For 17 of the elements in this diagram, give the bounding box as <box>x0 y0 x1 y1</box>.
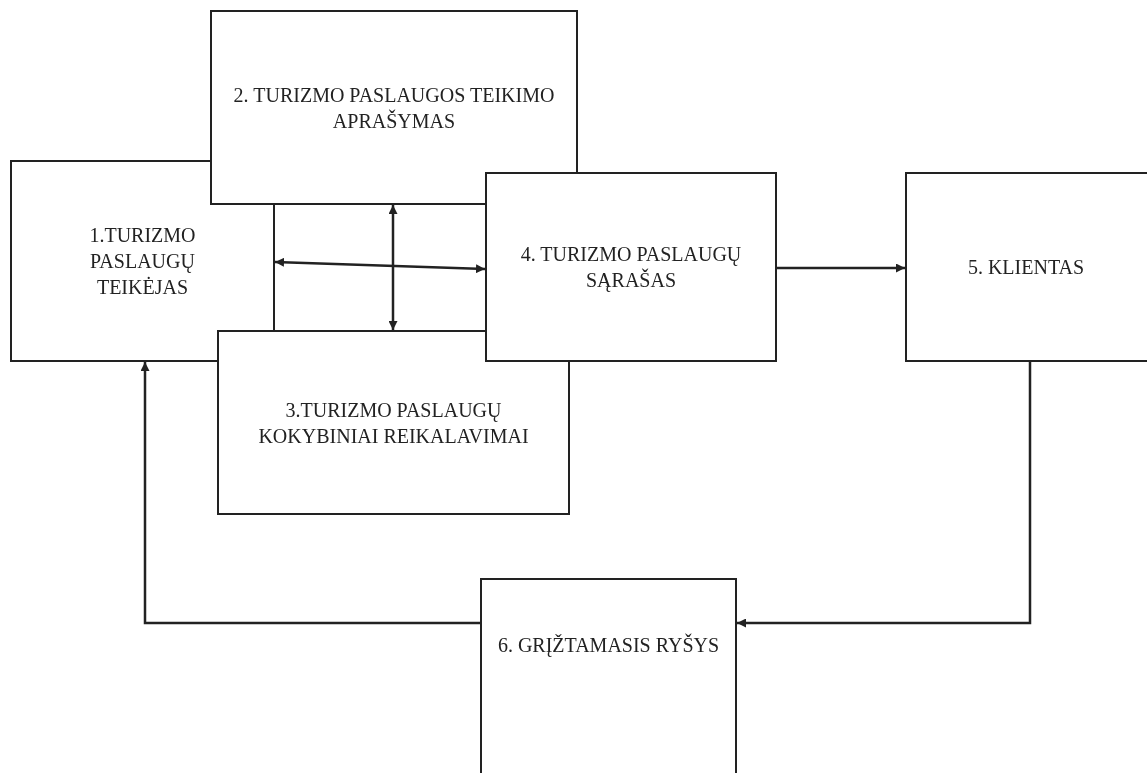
box-label: 3.TURIZMO PASLAUGŲ KOKYBINIAI REIKALAVIMAI <box>257 397 530 449</box>
process-box <box>217 330 570 515</box>
box-label: 4. TURIZMO PASLAUGŲ SĄRAŠAS <box>519 242 743 293</box>
box-label: 1.TURIZMO PASLAUGŲ TEIKĖJAS <box>88 223 197 300</box>
process-box <box>905 172 1147 362</box>
arrow <box>737 362 1032 628</box>
arrow <box>777 263 905 273</box>
process-box <box>485 172 777 362</box>
process-box <box>10 160 275 362</box>
arrow <box>140 362 480 625</box>
process-box <box>210 10 578 205</box>
arrow <box>388 205 398 330</box>
arrow <box>274 257 486 274</box>
box-label: 2. TURIZMO PASLAUGOS TEIKIMO APRAŠYMAS <box>232 82 556 134</box>
box-label: 5. KLIENTAS <box>966 255 1086 280</box>
process-box <box>480 578 737 773</box>
box-label: 6. GRĮŽTAMASIS RYŠYS <box>496 632 721 658</box>
